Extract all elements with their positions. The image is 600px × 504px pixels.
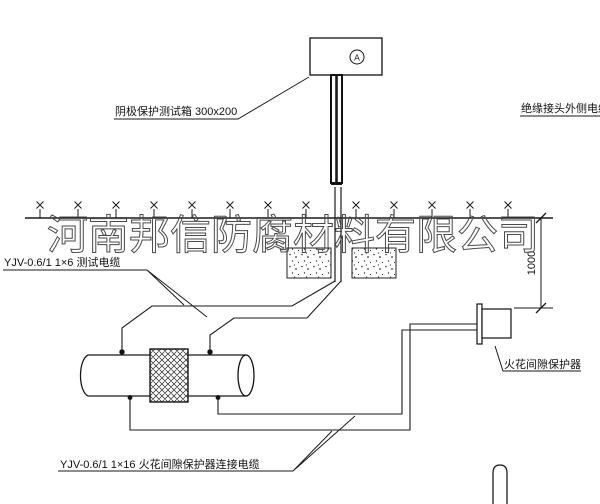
insulating-joint	[149, 348, 189, 403]
spark-gap-protector	[476, 303, 512, 345]
outer-cable-label-text: 绝缘接头外侧电缆	[521, 101, 600, 115]
pipe-right-cap	[237, 354, 255, 397]
connect-cable-label: YJV-0.6/1 1×16 火花间隙保护器连接电缆	[58, 415, 356, 472]
cable-terminal-top-left	[119, 349, 125, 355]
protector-cable-right	[217, 329, 477, 415]
connect-cable-label-text: YJV-0.6/1 1×16 火花间隙保护器连接电缆	[60, 457, 260, 471]
pipe-riser-symbol	[492, 464, 508, 504]
test-cable-label-text: YJV-0.6/1 1×6 测试电缆	[4, 256, 120, 269]
test-box: A	[309, 37, 383, 76]
test-box-label-text: 阴极保护测试箱 300x200	[115, 104, 237, 118]
svg-text:A: A	[354, 52, 360, 62]
pipeline	[79, 348, 255, 403]
protector-cable-left	[129, 323, 477, 431]
protector-label: 火花间隙保护器	[494, 345, 581, 372]
ammeter-symbol: A	[349, 49, 365, 65]
depth-dimension-text: 1000	[526, 251, 538, 275]
cable-terminal-top-right	[207, 349, 213, 355]
test-cable-label: YJV-0.6/1 1×6 测试电缆	[3, 256, 208, 318]
protector-label-text: 火花间隙保护器	[504, 357, 581, 371]
cable-terminal-bottom-right	[215, 395, 221, 400]
concrete-block-left	[286, 247, 332, 279]
protector-cable-run	[129, 323, 477, 431]
pipe-left-cap	[79, 354, 89, 397]
test-cable-2	[209, 280, 342, 350]
test-box-label: 阴极保护测试箱 300x200	[114, 76, 310, 120]
depth-dimension: 1000	[514, 212, 553, 314]
concrete-block-right	[351, 247, 397, 279]
cable-terminal-bottom-left	[127, 395, 133, 400]
test-cable-1	[121, 280, 336, 350]
test-cable-run	[121, 280, 342, 350]
watermark: 河南邦信防腐材料有限公司	[47, 212, 539, 258]
riser-conduit	[330, 74, 343, 282]
outer-cable-label: 绝缘接头外侧电缆	[520, 101, 600, 117]
